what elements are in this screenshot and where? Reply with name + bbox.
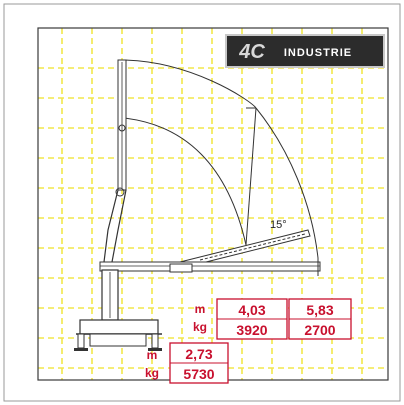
- load-table-1-distance: 4,03: [238, 302, 265, 318]
- outer-reach-arc: [119, 59, 257, 109]
- load-table-1-load: 3920: [236, 322, 267, 338]
- stabilizer-left: [77, 333, 85, 349]
- logo-mark: 4C: [238, 41, 265, 63]
- load-table-3: m kg 2,73 5730: [145, 342, 229, 384]
- load-table-2-load: 2700: [304, 322, 335, 338]
- load-table-2-distance: 5,83: [306, 302, 333, 318]
- inner-reach-arc: [123, 117, 247, 246]
- grid: [38, 28, 388, 380]
- boom-cylinder: [169, 263, 193, 273]
- boom-link-left: [103, 189, 119, 263]
- crane-base: [74, 269, 162, 351]
- boom-joint: [118, 124, 126, 132]
- boom-horizontal-section: [99, 261, 321, 272]
- load-table-1-unit-load: kg: [193, 320, 207, 334]
- boom-horizontal: [99, 258, 321, 276]
- load-table-3-load: 5730: [183, 366, 214, 382]
- outer-frame: [3, 3, 401, 402]
- crane-base-frame: [79, 319, 159, 335]
- boom-vertical: [103, 59, 127, 263]
- load-table-1: m kg 4,03 3920: [193, 298, 288, 340]
- load-table-3-distance: 2,73: [185, 346, 212, 362]
- stabilizer-foot-left: [74, 348, 88, 351]
- angle-label: 15°: [270, 219, 287, 231]
- boom-section-dash: [199, 233, 306, 261]
- load-table-1-unit-distance: m: [195, 302, 206, 316]
- stabilizer-right: [151, 333, 159, 349]
- crane-slewing-unit: [89, 333, 147, 347]
- logo-text: INDUSTRIE: [284, 47, 352, 59]
- load-table-3-unit-distance: m: [147, 348, 158, 362]
- logo-background: [225, 34, 385, 68]
- load-table-2: 5,83 2700: [288, 298, 352, 340]
- logo-badge: 4C INDUSTRIE: [225, 34, 385, 68]
- boom-15-degree: 15°: [179, 219, 311, 269]
- boom-link-right: [111, 189, 127, 263]
- stabilizer-foot-right: [148, 348, 162, 351]
- vertical-boom-line: [245, 107, 257, 246]
- load-table-3-unit-load: kg: [145, 366, 159, 380]
- outer-reach-arc-lower: [255, 107, 319, 259]
- boom-knuckle: [115, 187, 125, 197]
